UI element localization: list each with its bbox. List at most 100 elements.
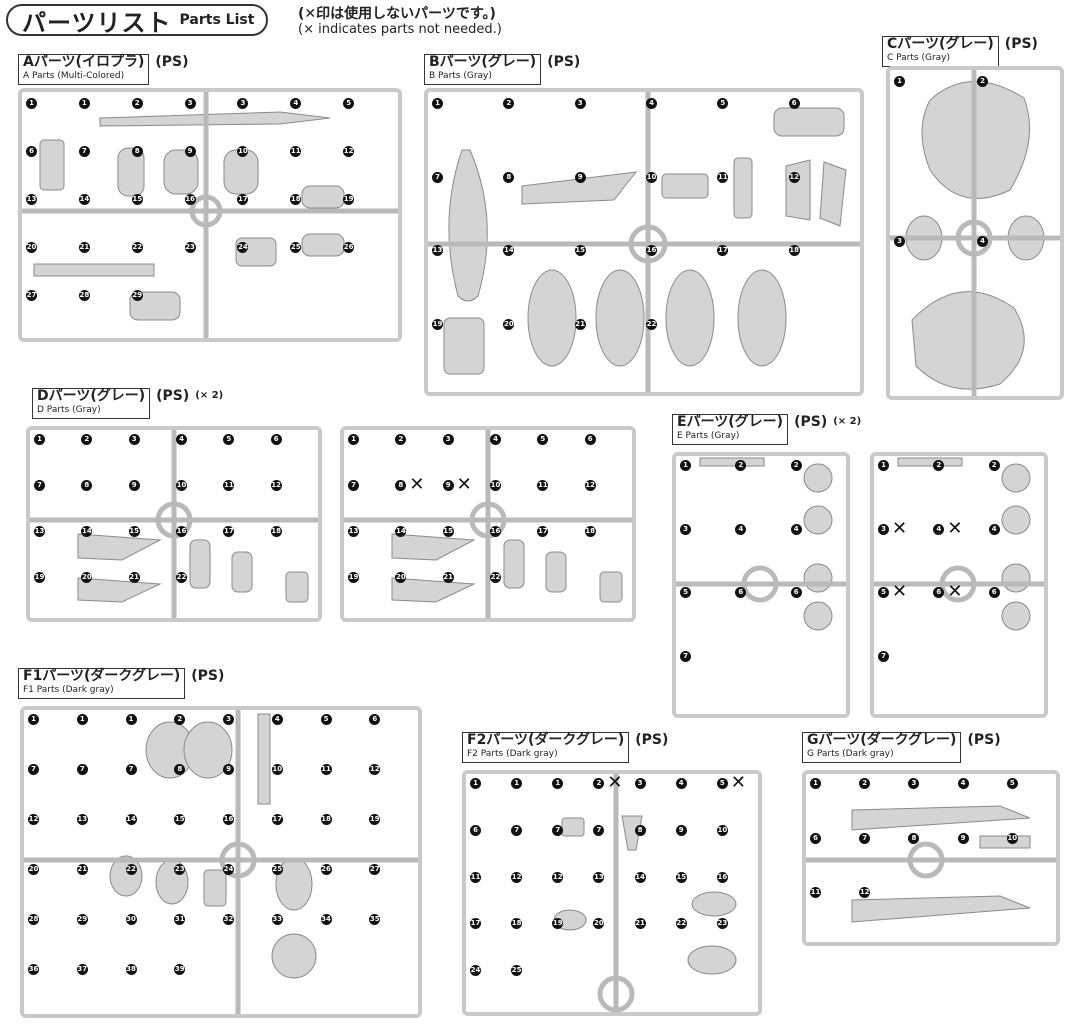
part-number-f1: 37 [76, 964, 88, 975]
part-number-f1: 5 [320, 714, 332, 725]
part-number-a: 12 [343, 146, 355, 157]
part-number-f1: 19 [369, 814, 381, 825]
part-number-f2: 3 [634, 778, 646, 789]
part-number-b: 17 [717, 245, 729, 256]
part-number-f1: 38 [125, 964, 137, 975]
section-g-title-en: G Parts (Dark gray) [807, 749, 894, 759]
part-number-c: 3 [894, 236, 905, 247]
part-number-f2: 23 [716, 918, 728, 930]
part-number-g: 5 [1006, 778, 1018, 789]
part-number-f1: 7 [76, 764, 88, 775]
part-number-d-left: 9 [128, 480, 140, 491]
part-number-f1: 8 [174, 764, 186, 775]
part-number-g: 2 [859, 778, 871, 789]
part-number-f2: 20 [593, 918, 605, 930]
part-number-b: 2 [503, 98, 515, 109]
part-number-f1: 20 [28, 864, 39, 875]
part-number-g: 12 [859, 887, 871, 899]
part-number-g: 9 [957, 832, 969, 844]
part-number-e-right: 3 [878, 523, 889, 535]
part-number-f2: 5 [716, 778, 728, 789]
part-number-d-left: 2 [81, 434, 93, 445]
part-number-d-right: 6 [584, 434, 596, 445]
part-number-b: 4 [646, 98, 657, 109]
part-number-f2: 12 [511, 871, 523, 883]
part-number-a: 8 [131, 146, 143, 157]
excluded-part-x-mark: ✕ [607, 772, 623, 793]
part-number-e-left: 6 [735, 587, 747, 598]
part-number-a: 1 [26, 98, 37, 109]
part-number-e-right: 5 [878, 587, 889, 598]
part-number-f2: 9 [675, 824, 687, 836]
part-number-a: 13 [26, 194, 37, 205]
part-number-f2: 7 [593, 824, 605, 836]
part-number-c: 1 [894, 76, 905, 87]
part-number-e-left: 4 [790, 523, 802, 535]
part-number-f1: 11 [320, 764, 332, 775]
part-number-d-left: 5 [223, 434, 235, 445]
part-number-b: 15 [574, 245, 586, 256]
part-number-f1: 1 [28, 714, 39, 725]
part-number-f1: 14 [125, 814, 137, 825]
part-number-e-left: 2 [790, 460, 802, 471]
part-number-f2: 18 [511, 918, 523, 930]
page-title: パーツリスト Parts List [6, 4, 269, 37]
part-number-f1: 10 [271, 764, 283, 775]
part-number-e-right: 4 [933, 523, 945, 535]
part-number-g: 8 [908, 832, 920, 844]
part-number-b: 5 [717, 98, 729, 109]
section-f1-title: F1パーツ(ダークグレー)F1 Parts (Dark gray) (PS) [18, 668, 224, 699]
part-number-f1: 4 [271, 714, 283, 725]
part-number-b: 7 [432, 171, 443, 183]
part-number-a: 16 [184, 194, 196, 205]
section-f2-title-en: F2 Parts (Dark gray) [467, 749, 558, 759]
section-b-title: Bパーツ(グレー)B Parts (Gray) (PS) [424, 54, 580, 85]
part-number-f2: 10 [716, 824, 728, 836]
part-number-f1: 24 [223, 864, 234, 875]
part-number-e-left: 5 [680, 587, 691, 598]
part-number-f2: 14 [634, 871, 646, 883]
part-number-f1: 2 [174, 714, 186, 725]
part-number-f1: 1 [76, 714, 88, 725]
part-number-d-left: 22 [176, 572, 187, 583]
part-number-f2: 6 [470, 824, 481, 836]
part-number-f1: 12 [28, 814, 39, 825]
section-f1-title-en: F1 Parts (Dark gray) [23, 685, 114, 695]
part-number-b: 6 [788, 98, 800, 109]
part-number-e-left: 7 [680, 650, 691, 662]
part-number-b: 13 [432, 245, 443, 256]
part-number-e-right: 2 [988, 460, 1000, 471]
part-number-f1: 6 [369, 714, 381, 725]
part-number-d-right: 21 [442, 572, 454, 583]
page-title-en: Parts List [179, 12, 255, 28]
part-number-d-left: 13 [34, 526, 45, 537]
part-number-f2: 13 [593, 871, 605, 883]
part-number-d-left: 19 [34, 572, 45, 583]
part-number-d-right: 10 [490, 480, 501, 491]
part-number-f1: 31 [174, 914, 186, 925]
part-number-d-right: 17 [537, 526, 549, 537]
part-number-f1: 12 [369, 764, 381, 775]
part-number-d-right: 11 [537, 480, 549, 491]
part-number-d-right: 5 [537, 434, 549, 445]
part-number-d-left: 7 [34, 480, 45, 491]
part-number-g: 1 [810, 778, 821, 789]
part-number-e-right: 2 [933, 460, 945, 471]
part-number-d-right: 7 [348, 480, 359, 491]
section-c-title-en: C Parts (Gray) [887, 53, 950, 63]
section-c-title: Cパーツ(グレー)C Parts (Gray) (PS) [882, 36, 1038, 67]
part-number-f1: 29 [76, 914, 88, 925]
section-f2-title-jp: F2パーツ(ダークグレー) [467, 732, 625, 748]
part-number-d-right: 22 [490, 572, 501, 583]
part-number-b: 8 [503, 171, 515, 183]
part-number-f1: 7 [28, 764, 39, 775]
part-number-f2: 12 [552, 871, 564, 883]
part-number-f1: 27 [369, 864, 381, 875]
part-number-f1: 23 [174, 864, 186, 875]
part-number-a: 3 [237, 98, 249, 109]
part-number-a: 22 [131, 242, 143, 253]
part-number-f1: 33 [271, 914, 283, 925]
section-a-title-jp: Aパーツ(イロプラ) [23, 54, 145, 70]
part-number-d-right: 8 [395, 480, 407, 491]
part-number-f1: 39 [174, 964, 186, 975]
